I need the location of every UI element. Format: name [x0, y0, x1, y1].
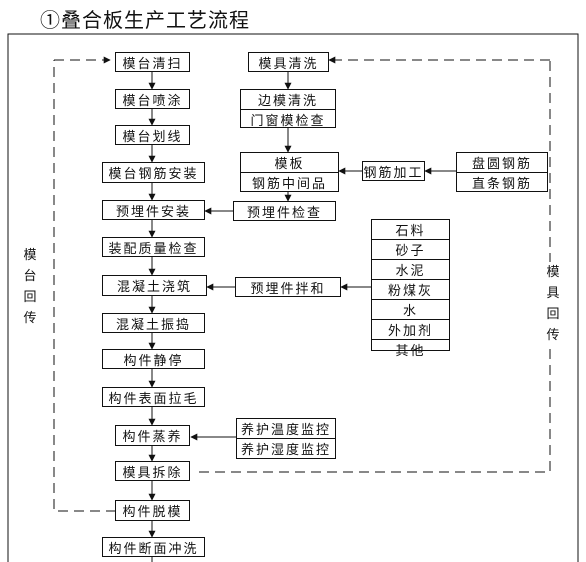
template-label: 模板 — [274, 157, 305, 172]
step-concrete-pour: 混凝土浇筑 — [102, 275, 207, 296]
step-edge-mold-clean: 边模清洗 — [257, 94, 318, 109]
page-title: ①叠合板生产工艺流程 — [40, 8, 250, 32]
curing-monitor-box: 养护温度监控 养护湿度监控 — [236, 418, 336, 459]
material-item: 砂子 — [372, 239, 449, 259]
step-mold-clean: 模具清洗 — [248, 52, 329, 72]
straight-rebar-label: 直条钢筋 — [457, 172, 547, 192]
step-mixing: 预埋件拌和 — [235, 277, 341, 297]
step-steam-curing: 构件蒸养 — [115, 425, 190, 446]
step-section-flush: 构件断面冲洗 — [102, 537, 205, 557]
coil-rebar-label: 盘圆钢筋 — [471, 157, 532, 172]
curing-temp-label: 养护温度监控 — [240, 423, 331, 438]
step-concrete-vibrate: 混凝土振捣 — [102, 313, 205, 333]
step-mold-table-marking: 模台划线 — [115, 125, 190, 145]
step-mold-removal: 模具拆除 — [115, 461, 190, 481]
table-return-label: 模台回传 — [22, 245, 38, 329]
material-item: 其他 — [372, 339, 449, 359]
step-demolding: 构件脱模 — [115, 500, 190, 521]
rebar-source-box: 盘圆钢筋 直条钢筋 — [456, 152, 548, 192]
materials-box: 石料 砂子 水泥 粉煤灰 水 外加剂 其他 — [371, 219, 450, 359]
material-item: 外加剂 — [372, 319, 449, 339]
material-item: 水泥 — [372, 259, 449, 279]
step-embedded-check: 预埋件检查 — [233, 201, 336, 221]
step-door-window-check: 门窗模检查 — [241, 109, 335, 129]
step-surface-roughen: 构件表面拉毛 — [102, 387, 205, 407]
material-item: 粉煤灰 — [372, 279, 449, 299]
curing-humidity-label: 养护湿度监控 — [237, 438, 335, 458]
step-mold-table-spray: 模台喷涂 — [115, 89, 190, 109]
material-item: 石料 — [395, 224, 426, 239]
step-mold-table-clean: 模台清扫 — [115, 52, 190, 72]
template-box: 模板 钢筋中间品 — [240, 152, 339, 192]
rebar-intermediate-label: 钢筋中间品 — [241, 172, 338, 192]
mold-return-label: 模具回传 — [545, 262, 561, 346]
material-item: 水 — [372, 299, 449, 319]
step-assembly-quality-check: 装配质量检查 — [102, 237, 205, 257]
step-rebar-install: 模台钢筋安装 — [102, 162, 205, 183]
step-embedded-install: 预埋件安装 — [102, 200, 205, 220]
step-rebar-processing: 钢筋加工 — [362, 161, 425, 181]
step-component-rest: 构件静停 — [102, 349, 205, 369]
mold-check-box: 边模清洗 门窗模检查 — [240, 89, 336, 129]
